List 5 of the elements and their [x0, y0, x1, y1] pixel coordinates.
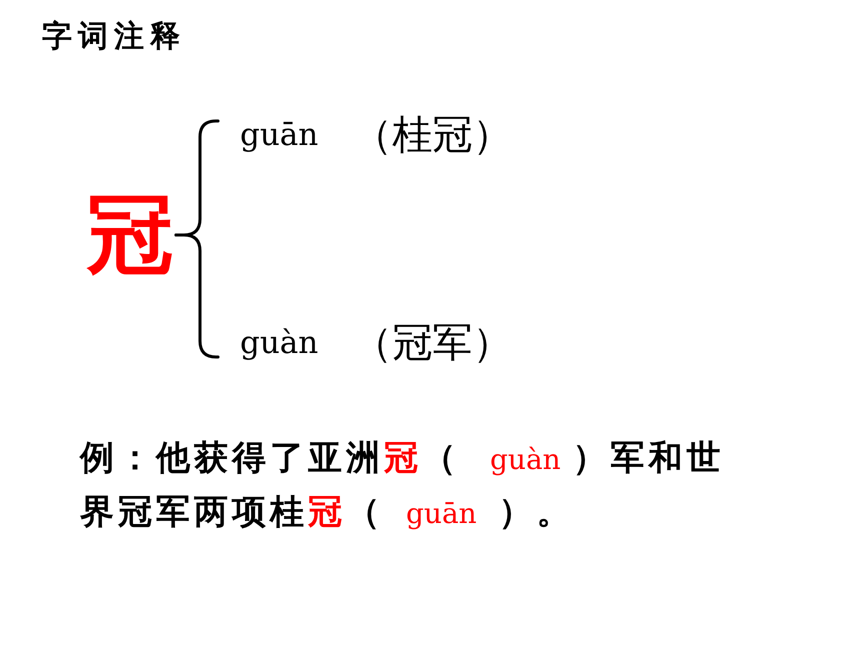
reading-entry: guān （桂冠） [218, 106, 512, 164]
headword-character: 冠 [84, 185, 176, 285]
example-sentence: 例：他获得了亚洲冠（ guàn ）军和世 界冠军两项桂冠（ guān ）。 [80, 438, 725, 533]
reading-entry: guàn （冠军） [218, 314, 512, 372]
slide-title: 字词注释 [42, 22, 186, 52]
